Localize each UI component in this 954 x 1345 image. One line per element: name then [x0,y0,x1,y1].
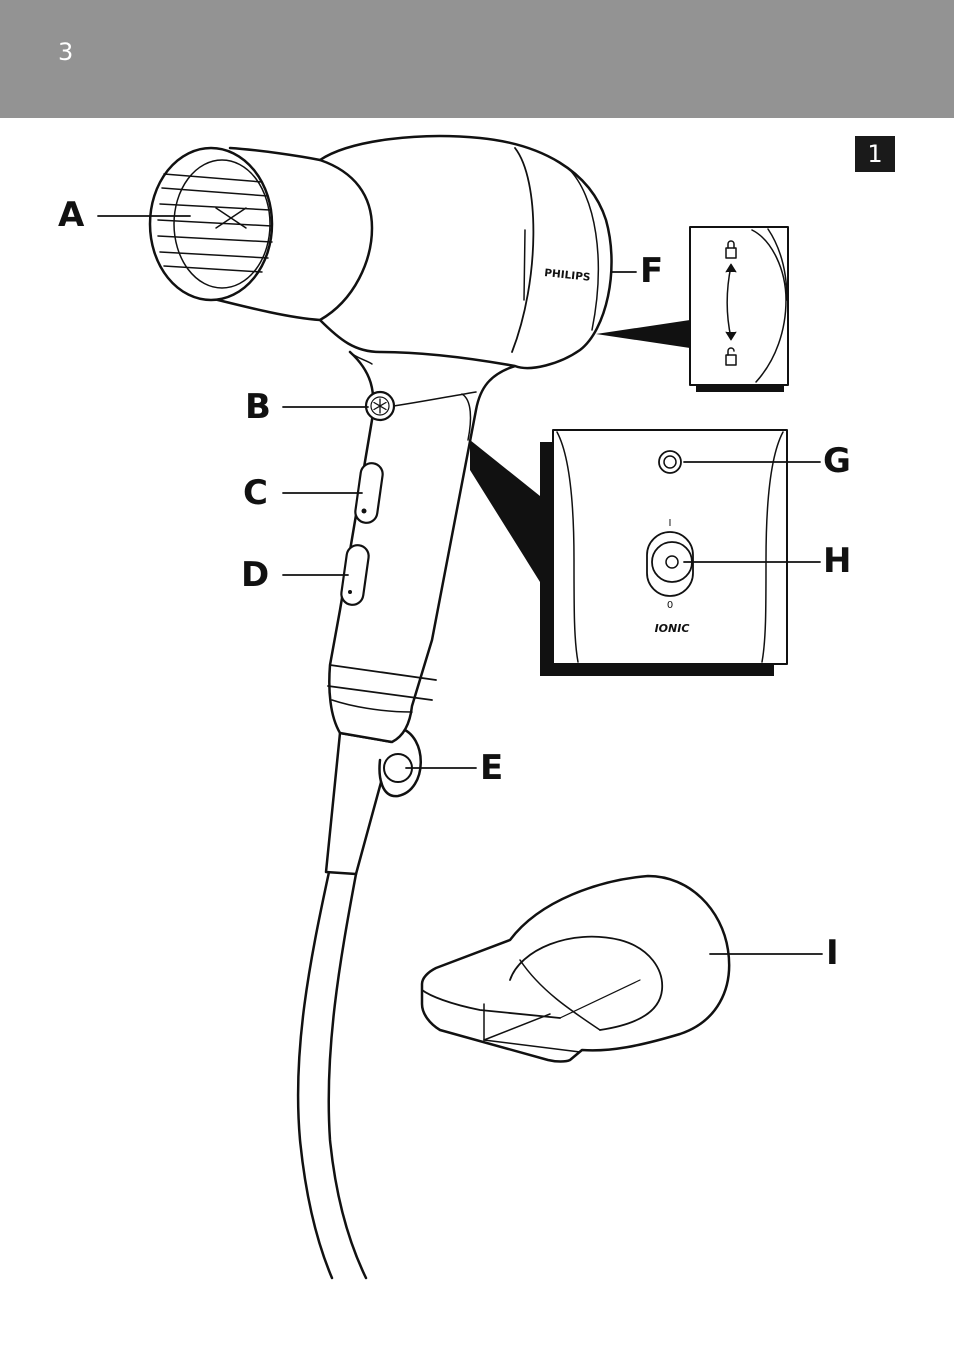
switch-on-mark: I [669,518,672,529]
switch-off-mark: 0 [667,600,673,611]
callout-c: C [243,476,268,510]
callout-i: I [826,936,839,970]
callout-e: E [480,751,503,785]
cool-shot-button[interactable] [366,392,394,420]
dryer-body: PHILIPS [320,136,612,368]
callout-g: G [823,444,851,478]
power-cord [298,872,366,1278]
concentrator-nozzle [422,876,729,1062]
lock-ring-inset [596,227,788,392]
callout-h: H [823,544,851,578]
callout-d: D [241,558,269,592]
air-outlet-grille [150,148,320,320]
callout-a: A [58,198,84,232]
callout-b: B [245,390,271,424]
cord-sleeve [326,733,392,874]
callout-f: F [640,254,663,288]
switch-panel-inset: I 0 IONIC [470,430,787,676]
ionic-label: IONIC [655,622,690,635]
